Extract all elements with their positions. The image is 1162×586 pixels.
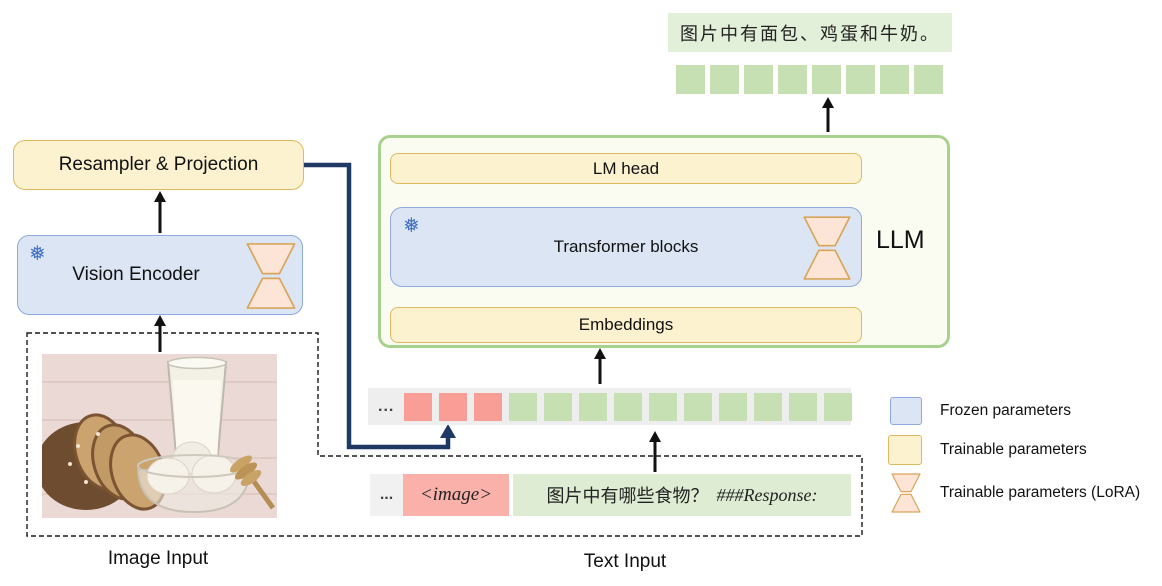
output-token-square bbox=[812, 65, 841, 94]
output-sentence-box: 图片中有面包、鸡蛋和牛奶。 bbox=[668, 13, 952, 52]
honey-dipper bbox=[229, 455, 276, 510]
trainable-parameters-icon bbox=[888, 435, 922, 465]
text-token-square bbox=[719, 392, 748, 421]
legend-frozen: Frozen parameters bbox=[890, 397, 1071, 425]
embeddings-label: Embeddings bbox=[578, 315, 674, 334]
resampler-projection-box: Resampler & Projection bbox=[13, 140, 304, 190]
lora-adapter-icon bbox=[246, 243, 296, 309]
text-token-square bbox=[544, 392, 573, 421]
snowflake-icon: ❅ bbox=[29, 243, 46, 265]
frozen-parameters-icon bbox=[890, 397, 922, 425]
image-token-segment: <image> bbox=[403, 474, 509, 516]
text-token-square bbox=[509, 392, 538, 421]
output-token-square bbox=[676, 65, 705, 94]
legend-trainable: Trainable parameters bbox=[888, 435, 1087, 465]
egg-bowl bbox=[136, 441, 252, 514]
snowflake-icon: ❅ bbox=[403, 215, 420, 237]
resampler-to-tokens-arrowhead bbox=[440, 424, 456, 438]
legend-lora: Trainable parameters (LoRA) bbox=[890, 472, 1140, 514]
image-token-square bbox=[439, 392, 468, 421]
resampler-projection-label: Resampler & Projection bbox=[58, 154, 259, 175]
arrow-image-to-vision bbox=[154, 315, 166, 352]
output-token-square bbox=[914, 65, 943, 94]
input-food-photo bbox=[42, 354, 277, 518]
image-token-square bbox=[474, 392, 503, 421]
token-bar: ... bbox=[368, 388, 853, 425]
output-token-square bbox=[744, 65, 773, 94]
output-sentence: 图片中有面包、鸡蛋和牛奶。 bbox=[680, 23, 940, 44]
legend-frozen-label: Frozen parameters bbox=[940, 402, 1071, 419]
text-input-ellipsis: ... bbox=[379, 486, 394, 503]
output-token-square bbox=[710, 65, 739, 94]
embeddings-box: Embeddings bbox=[390, 307, 862, 343]
text-token-square bbox=[684, 392, 713, 421]
text-token-square bbox=[649, 392, 678, 421]
lm-head-label: LM head bbox=[592, 158, 660, 178]
text-input-ellipsis-segment: ... bbox=[370, 474, 403, 516]
image-input-label: Image Input bbox=[107, 548, 209, 569]
prompt-segment: 图片中有哪些食物？ ###Response: bbox=[513, 474, 851, 516]
transformer-blocks-box: ❅ Transformer blocks bbox=[390, 207, 862, 287]
arrow-textinput-to-tokens bbox=[649, 431, 661, 472]
image-token-text: <image> bbox=[419, 484, 493, 505]
dashed-input-region bbox=[26, 332, 863, 537]
llm-label: LLM bbox=[876, 226, 925, 254]
text-input-strip: ... <image> 图片中有哪些食物？ ###Response: bbox=[370, 474, 851, 516]
arrow-llm-to-output bbox=[822, 97, 834, 132]
legend-trainable-label: Trainable parameters bbox=[940, 441, 1087, 458]
resampler-to-tokens-connector bbox=[304, 162, 451, 450]
lora-adapter-icon bbox=[803, 216, 851, 280]
prompt-chinese-text: 图片中有哪些食物？ bbox=[546, 486, 709, 506]
text-token-square bbox=[789, 392, 818, 421]
output-token-square bbox=[778, 65, 807, 94]
token-bar-ellipsis: ... bbox=[378, 397, 395, 415]
text-token-square bbox=[824, 392, 853, 421]
output-token-square bbox=[880, 65, 909, 94]
text-token-square bbox=[614, 392, 643, 421]
text-token-square bbox=[579, 392, 608, 421]
vision-encoder-label: Vision Encoder bbox=[72, 264, 200, 285]
image-token-square bbox=[404, 392, 433, 421]
vision-encoder-box: ❅ Vision Encoder bbox=[17, 235, 303, 315]
output-token-row bbox=[676, 65, 943, 94]
prompt-response-text: ###Response: bbox=[716, 484, 818, 505]
transformer-blocks-label: Transformer blocks bbox=[553, 237, 699, 256]
arrow-vision-to-resampler bbox=[154, 191, 166, 233]
arrow-tokens-to-embeddings bbox=[594, 348, 606, 384]
text-input-label: Text Input bbox=[583, 551, 667, 572]
text-token-square bbox=[754, 392, 783, 421]
token-bar-squares bbox=[404, 392, 853, 421]
lm-head-box: LM head bbox=[390, 153, 862, 184]
lora-adapter-icon bbox=[891, 473, 921, 513]
legend-lora-label: Trainable parameters (LoRA) bbox=[940, 484, 1141, 501]
output-token-square bbox=[846, 65, 875, 94]
